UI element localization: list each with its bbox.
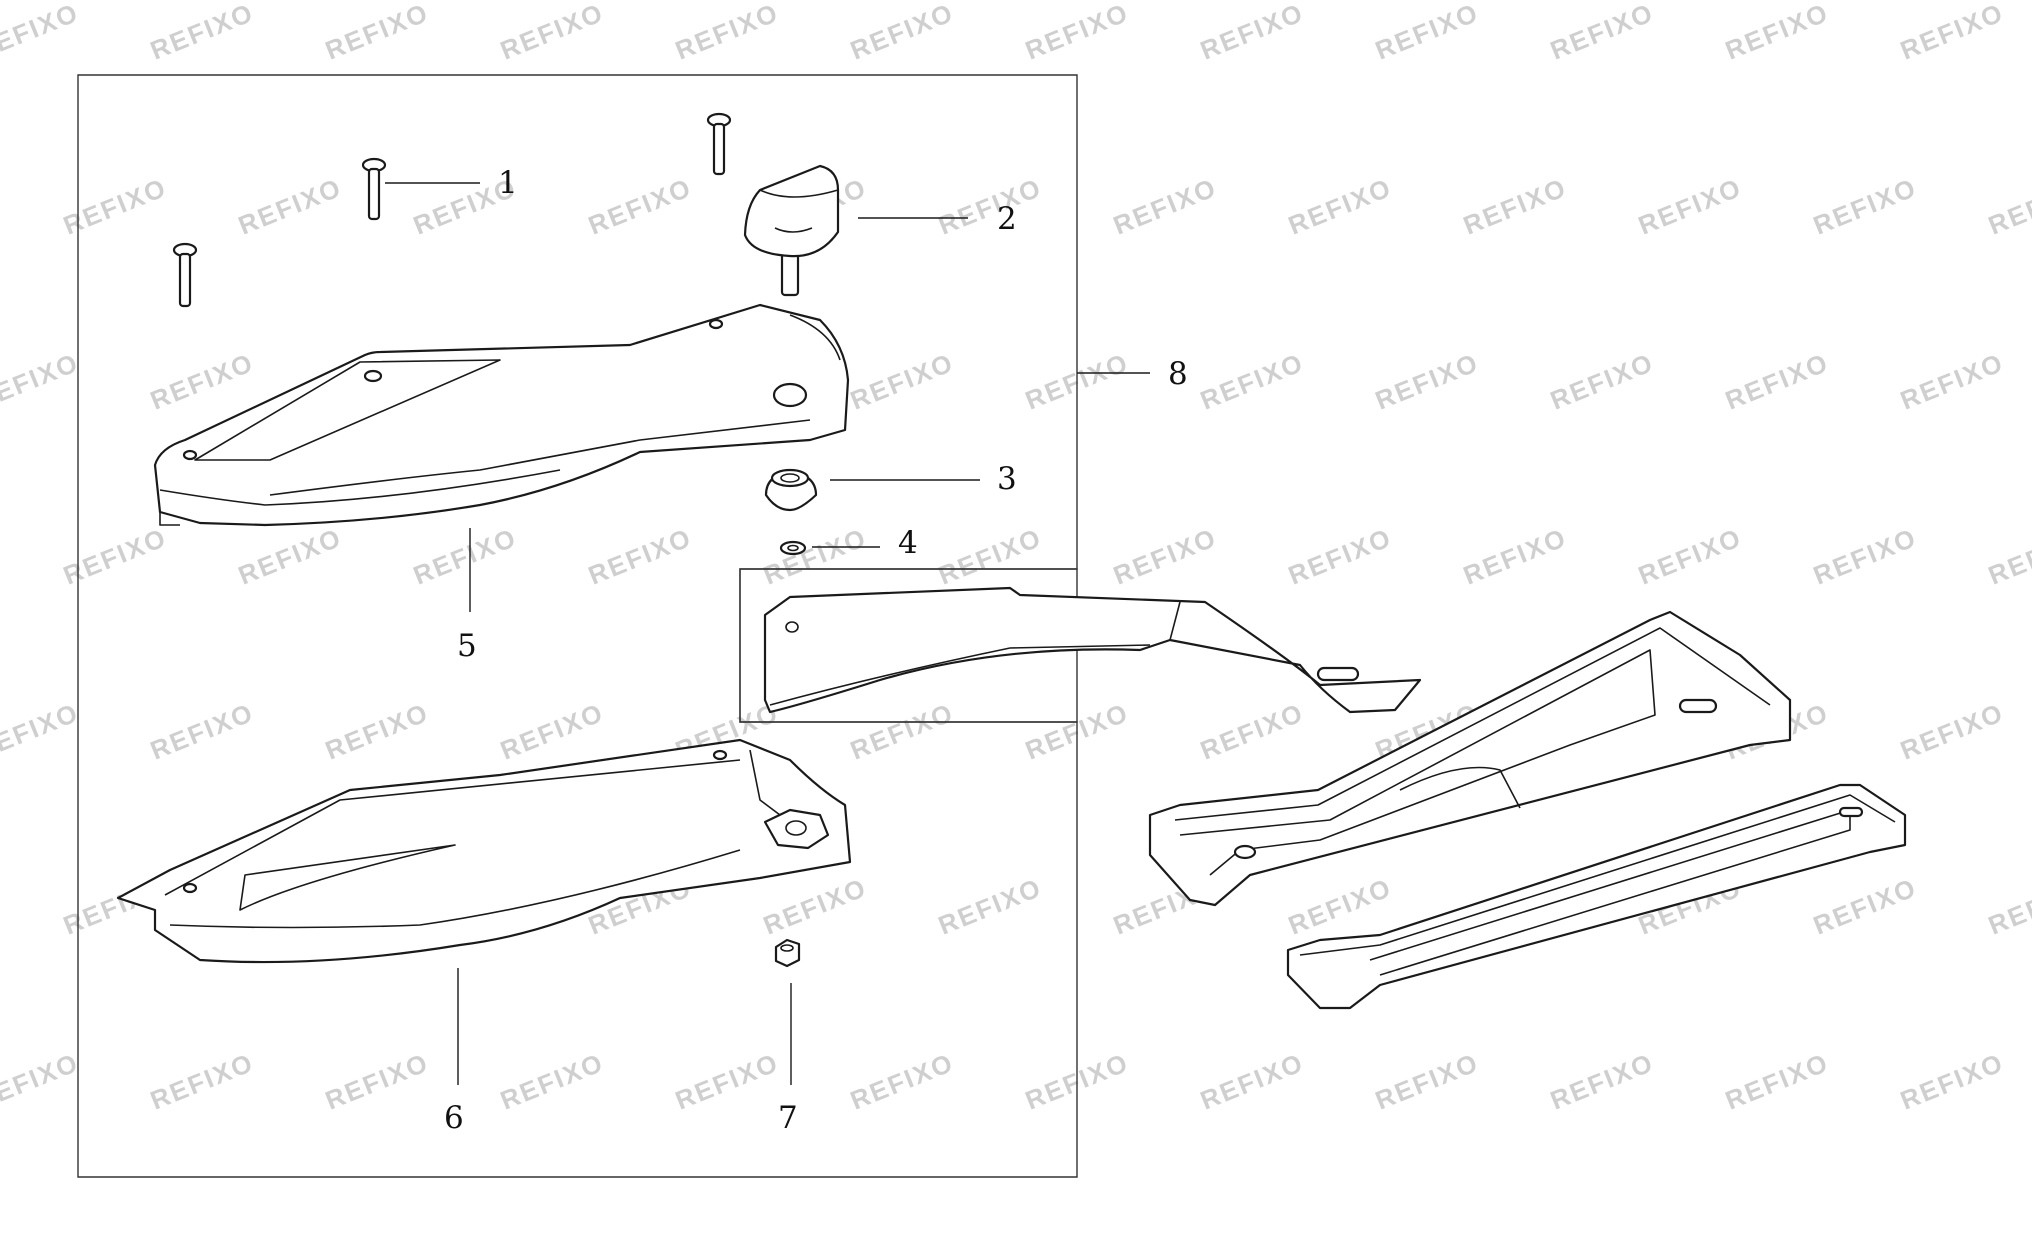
watermark-text: REFIXO [1196,697,1308,766]
watermark-text: REFIXO [759,522,871,591]
watermark-text: REFIXO [1984,522,2032,591]
watermark-text: REFIXO [1546,0,1658,66]
watermark-text: REFIXO [1809,172,1921,241]
callout-1: 1 [498,165,518,201]
upper-guard-cover-part-5 [153,303,850,527]
watermark-text: REFIXO [1459,522,1571,591]
watermark-text: REFIXO [934,872,1046,941]
watermark-text: REFIXO [59,172,171,241]
watermark-text: REFIXO [496,0,608,66]
screw-part-1 [172,112,732,308]
watermark-text: REFIXO [1809,872,1921,941]
base-plate-frame [1148,610,1792,907]
bushing-part-3 [764,468,818,512]
watermark-text: REFIXO [321,1047,433,1116]
watermark-text: REFIXO [146,347,258,416]
watermark-text: REFIXO [1984,872,2032,941]
callout-4: 4 [898,525,918,561]
watermark-text: REFIXO [0,0,83,66]
base-plate-strip [1286,783,1907,1010]
nut-part-7 [774,938,801,968]
watermark-text: REFIXO [409,522,521,591]
watermark-text: REFIXO [1371,1047,1483,1116]
watermark-text: REFIXO [846,697,958,766]
watermark-text: REFIXO [846,1047,958,1116]
callout-labels: 1 2 3 4 5 6 7 8 [444,165,1188,1136]
watermark-text: REFIXO [1109,522,1221,591]
watermark-text: REFIXO [321,0,433,66]
watermark-text: REFIXO [1021,0,1133,66]
watermark-text: REFIXO [1371,347,1483,416]
watermark-text: REFIXO [234,522,346,591]
watermark-text: REFIXO [0,1047,83,1116]
screw-middle [361,157,387,221]
watermark-text: REFIXO [1809,522,1921,591]
watermark-text: REFIXO [1896,1047,2008,1116]
watermark-text: REFIXO [1634,172,1746,241]
watermark-text: REFIXO [1896,347,2008,416]
watermark-text: REFIXO [321,697,433,766]
watermark-text: REFIXO [146,697,258,766]
watermark-text: REFIXO [1721,1047,1833,1116]
watermark-text: REFIXO [0,697,83,766]
watermark-text: REFIXO [584,172,696,241]
watermark-text: REFIXO [1371,0,1483,66]
watermark-text: REFIXO [1196,0,1308,66]
leader-lines [385,182,1150,1085]
callout-3: 3 [997,461,1017,497]
watermark-text: REFIXO [1546,1047,1658,1116]
watermark-text: REFIXO [496,697,608,766]
watermark-text: REFIXO [1284,522,1396,591]
watermark-text: REFIXO [1546,347,1658,416]
watermark-text: REFIXO [846,347,958,416]
watermark-text: REFIXO [671,1047,783,1116]
screw-left [172,242,198,308]
watermark-text: REFIXO [1196,347,1308,416]
watermark-text: REFIXO [584,522,696,591]
callout-8: 8 [1168,356,1188,392]
callout-7: 7 [778,1100,798,1136]
blade-guard-strip [763,586,1422,714]
lower-guard-housing-part-6 [116,738,852,964]
watermark-text: REFIXO [934,172,1046,241]
watermark-text: REFIXO [1896,697,2008,766]
callout-5: 5 [457,628,477,664]
watermark-text: REFIXO [1634,522,1746,591]
callout-6: 6 [444,1100,464,1136]
watermark-text: REFIXO [934,522,1046,591]
watermark-text: REFIXO [846,0,958,66]
watermark-text: REFIXO [1109,172,1221,241]
watermark-text: REFIXO [1721,0,1833,66]
watermark-text: REFIXO [1284,172,1396,241]
callout-2: 2 [997,201,1017,237]
watermark-text: REFIXO [1284,872,1396,941]
watermark-text: REFIXO [671,0,783,66]
watermark-text: REFIXO [496,1047,608,1116]
watermark-text: REFIXO [0,347,83,416]
washer-part-4 [779,540,807,556]
watermark-text: REFIXO [146,1047,258,1116]
watermark-text: REFIXO [1459,172,1571,241]
watermark-text: REFIXO [59,522,171,591]
watermark-text: REFIXO [1721,347,1833,416]
watermark-text: REFIXO [234,172,346,241]
watermark-text: REFIXO [1984,172,2032,241]
watermark-text: REFIXO [1196,1047,1308,1116]
watermark-text: REFIXO [759,872,871,941]
watermark-text: REFIXO [1896,0,2008,66]
watermark-text: REFIXO [146,0,258,66]
screw-top [706,112,732,176]
knob-part-2 [743,164,840,297]
